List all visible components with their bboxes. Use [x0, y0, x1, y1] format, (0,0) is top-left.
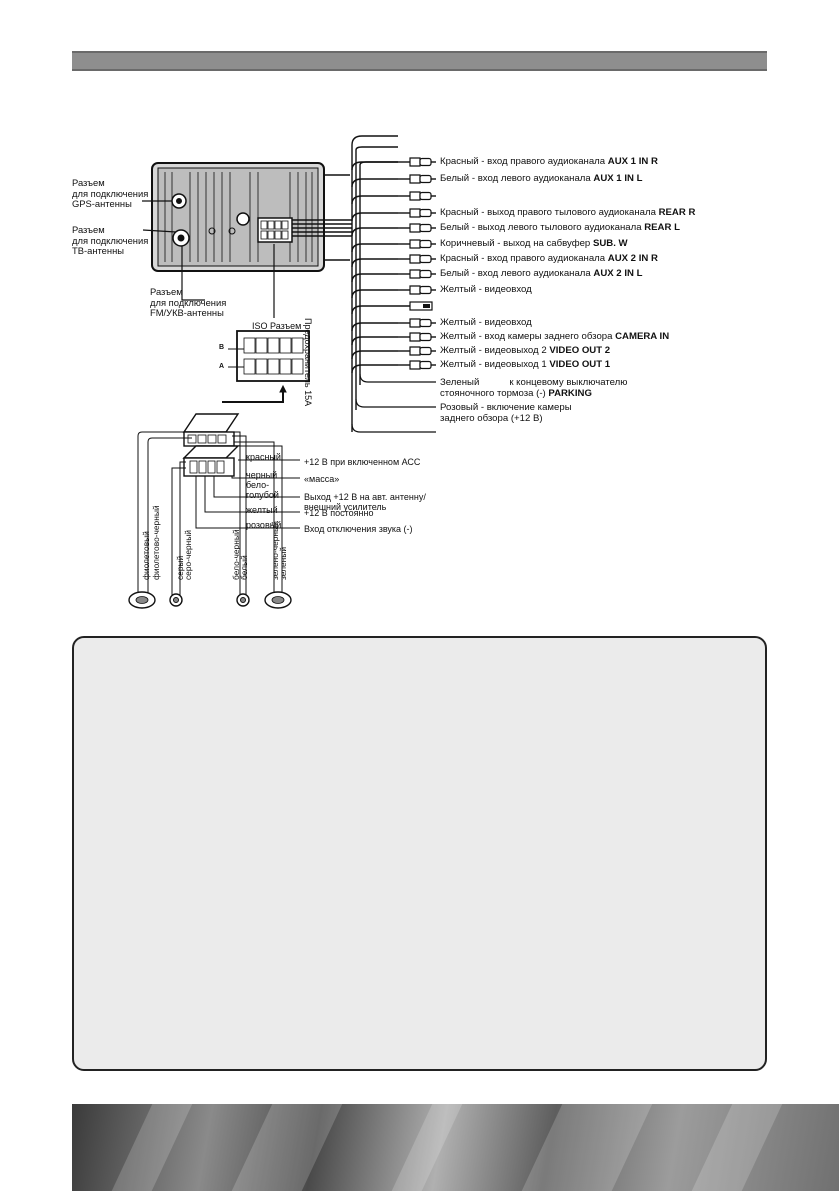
wire-yellow-label: желтый — [246, 505, 278, 515]
wiring-diagram — [128, 135, 436, 609]
rca-plug-icon — [351, 239, 436, 253]
note-box — [72, 636, 767, 1071]
iso-connector — [222, 330, 310, 403]
iso-wires — [195, 459, 300, 529]
speaker-wires — [137, 431, 283, 596]
usb-plug-icon — [351, 301, 433, 315]
right-wire-label: Красный - выход правого тылового аудиока… — [440, 207, 696, 218]
tv-antenna-label: Разъем для подключения ТВ-антенны — [72, 224, 149, 256]
right-wire-label: Белый - вход левого аудиоканала AUX 1 IN… — [440, 173, 643, 184]
constant-power-label: +12 В постоянно — [304, 508, 374, 518]
rca-plug-icon — [351, 254, 436, 268]
fuse-label: Предохранитель 15А — [303, 318, 313, 407]
speaker-wire-color-label: фиолетовый — [141, 531, 151, 580]
wire-red-label: красный — [246, 452, 281, 462]
ground-label: «масса» — [304, 474, 340, 484]
wire-whiteblue-label-2: голубой — [246, 490, 279, 500]
speaker-wire-color-label: зеленый — [278, 547, 288, 580]
gps-antenna-label: Разъем для подключения GPS-антенны — [72, 177, 149, 209]
rca-plug-icon — [351, 360, 436, 374]
trunk-lines — [351, 135, 398, 432]
rca-plug-icon — [351, 157, 436, 171]
iso-connector-title: ISO Разъем — [252, 321, 302, 331]
trunk-branch — [359, 373, 436, 383]
rca-plug-icon — [351, 332, 436, 346]
speaker-icons — [128, 591, 292, 609]
wire-whiteblue-label-1: бело- — [246, 480, 270, 490]
right-wire-label: Желтый - видеовход — [440, 284, 532, 295]
rca-plug-icon — [351, 285, 436, 299]
iso-row-a: A — [219, 363, 225, 370]
iso-row-b: B — [219, 344, 225, 351]
antenna-output-label: Выход +12 В на авт. антенну/внешний усил… — [304, 492, 426, 512]
right-wire-label: Красный - вход правого аудиоканала AUX 1… — [440, 156, 658, 167]
mute-input-label: Вход отключения звука (-) — [304, 524, 413, 534]
rca-plug-icon — [351, 346, 436, 360]
header-bar — [72, 51, 767, 71]
right-wire-label: Белый - выход левого тылового аудиоканал… — [440, 222, 680, 233]
rca-plug-icon — [351, 223, 436, 237]
speaker-wire-color-label: белый — [239, 555, 249, 580]
plug-connector — [182, 413, 240, 477]
trunk-branch — [351, 423, 436, 433]
trunk-branch — [355, 398, 436, 408]
right-wire-label: Желтый - видеовыход 2 VIDEO OUT 2 — [440, 345, 611, 356]
rca-plug-icon — [351, 191, 436, 205]
speaker-wire-color-label: серо-черный — [183, 530, 193, 580]
right-wire-label: Коричневый - выход на сабвуфер SUB. W — [440, 238, 628, 249]
footer-band — [72, 1104, 839, 1191]
head-unit-rear-panel — [151, 162, 325, 272]
speaker-wire-color-label: фиолетово-черный — [151, 505, 161, 580]
right-wire-label: Желтый - видеовход — [440, 317, 532, 328]
rca-plug-icon — [351, 269, 436, 283]
label-leaders — [142, 200, 275, 318]
acc-label: +12 В при включенном АСС — [304, 457, 421, 467]
wire-pink-label: розовый — [246, 520, 282, 530]
rca-plug-icon — [351, 318, 436, 332]
right-wire-label: Желтый - видеовыход 1 VIDEO OUT 1 — [440, 359, 611, 370]
fm-antenna-label: Разъем для подключения FM/УКВ-антенны — [150, 286, 227, 318]
wire-black-label: черный — [246, 470, 278, 480]
cable-bundle — [292, 174, 352, 261]
right-wire-label: Красный - вход правого аудиоканала AUX 2… — [440, 253, 658, 264]
right-wire-label: Желтый - вход камеры заднего обзора CAME… — [440, 331, 670, 342]
rca-plug-icon — [351, 208, 436, 222]
rca-connectors — [351, 157, 436, 433]
right-wire-label: Белый - вход левого аудиоканала AUX 2 IN… — [440, 268, 643, 279]
rca-plug-icon — [351, 174, 436, 188]
